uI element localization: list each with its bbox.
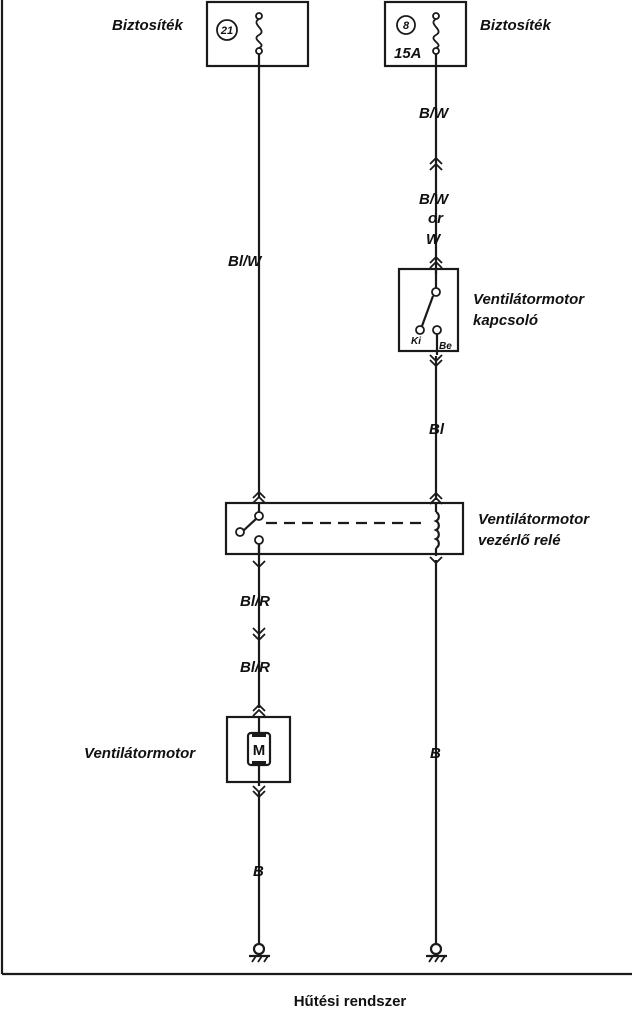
- fuse-8-rating: 15A: [394, 45, 422, 62]
- switch-label-line1: Ventilátormotor: [473, 291, 585, 308]
- fuse-right-label: Biztosíték: [480, 17, 552, 34]
- motor-label: Ventilátormotor: [84, 745, 196, 762]
- wire-label-b-right: B: [430, 745, 441, 762]
- fan-motor: M: [225, 703, 292, 799]
- wire-label-b-w-top: B/W: [419, 105, 450, 122]
- switch-pos-on: Be: [439, 341, 452, 352]
- fan-motor-relay: [224, 491, 465, 565]
- fan-motor-switch: Ki Be: [397, 255, 460, 368]
- motor-symbol: M: [253, 742, 266, 759]
- wire-label-bl-w: Bl/W: [228, 253, 263, 270]
- wire-label-b-left: B: [253, 863, 264, 880]
- relay-label-line1: Ventilátormotor: [478, 511, 590, 528]
- wire-label-or: or: [428, 210, 444, 227]
- wire-label-b-w-mid: B/W: [419, 191, 450, 208]
- fuse-8: 8 15A: [383, 0, 468, 68]
- right-inline-connector: [429, 156, 443, 171]
- left-connector-relay-bottom: [252, 560, 266, 569]
- fuse-8-number: 8: [403, 20, 410, 32]
- wire-label-bl-r-2: Bl/R: [240, 659, 270, 676]
- switch-label-line2: kapcsoló: [473, 312, 538, 329]
- fuse-left-label: Biztosíték: [112, 17, 184, 34]
- wire-label-w: W: [426, 231, 442, 248]
- diagram-caption: Hűtési rendszer: [294, 993, 407, 1010]
- fuse-21-number: 21: [220, 25, 233, 37]
- wire-label-bl: Bl: [429, 421, 445, 438]
- switch-pos-off: Ki: [411, 336, 421, 347]
- ground-left: [249, 942, 270, 963]
- wire-label-bl-r-1: Bl/R: [240, 593, 270, 610]
- fuse-21: 21: [205, 0, 310, 68]
- left-connector-relay-top: [252, 490, 266, 504]
- left-inline-connector: [252, 627, 266, 642]
- relay-label-line2: vezérlő relé: [478, 532, 561, 549]
- ground-right: [426, 942, 447, 963]
- diagram-frame: [0, 0, 632, 976]
